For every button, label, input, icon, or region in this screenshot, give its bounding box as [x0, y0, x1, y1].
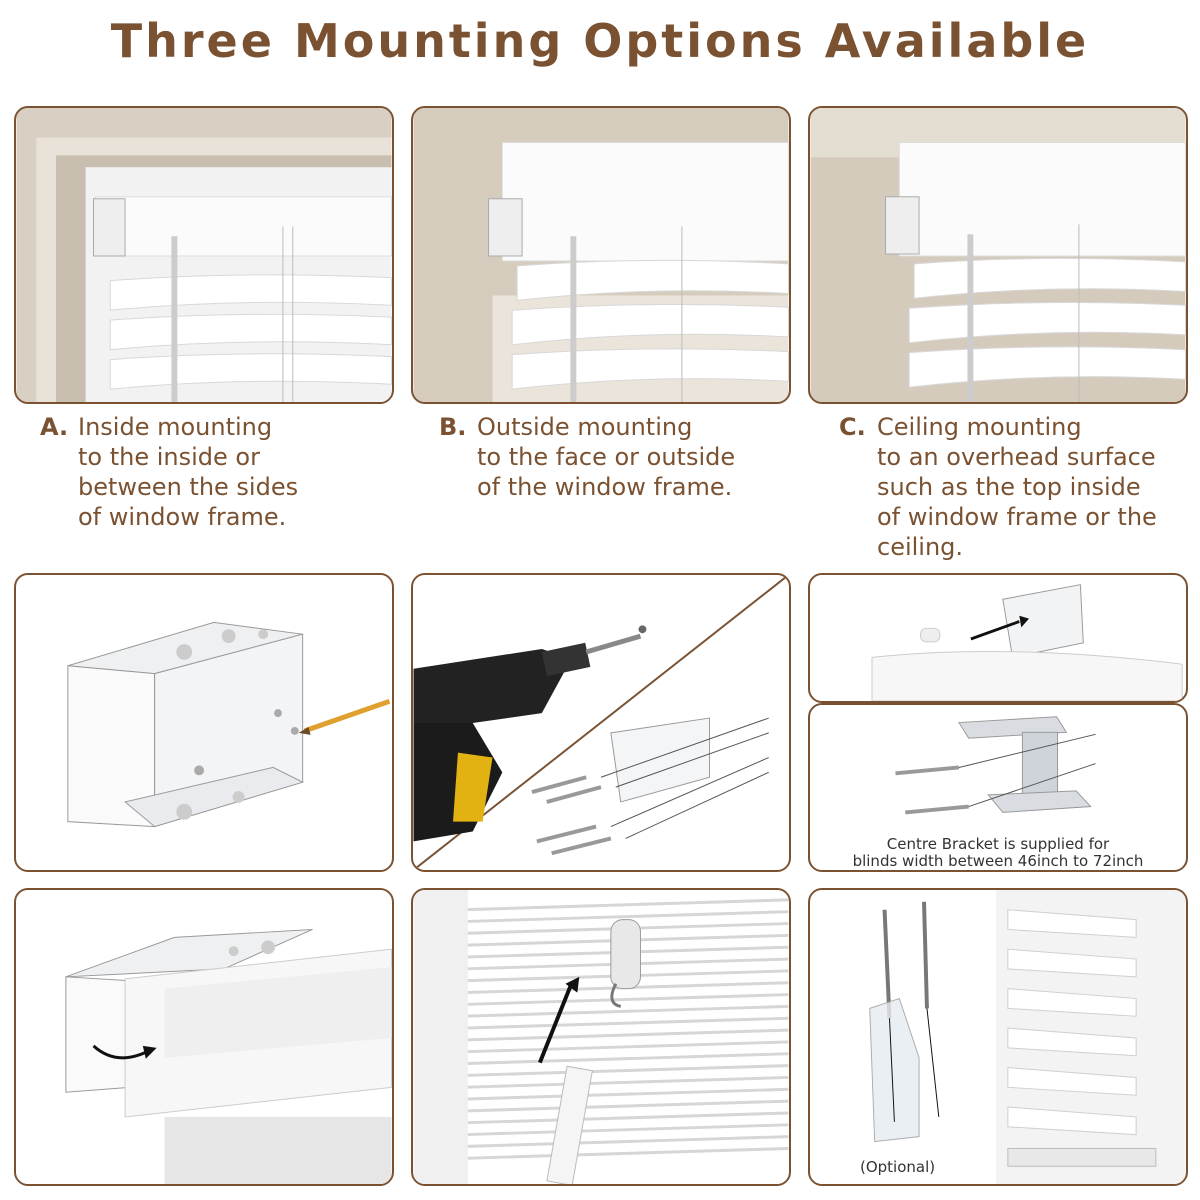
option-c-letter: C. — [839, 413, 866, 441]
drill-bracket-step — [411, 573, 791, 872]
option-a: A. Inside mounting to the inside or betw… — [40, 412, 390, 542]
outside-mount-illustration — [413, 108, 789, 402]
option-b-text: Outside mounting to the face or outside … — [477, 413, 736, 501]
option-c: C. Ceiling mounting to an overhead surfa… — [839, 412, 1189, 572]
wand-attach-step — [411, 888, 791, 1186]
hold-down-bracket-illustration — [810, 890, 1186, 1184]
option-b-letter: B. — [439, 413, 467, 441]
ceiling-mount-illustration — [810, 108, 1186, 402]
bracket-marking-step — [14, 573, 394, 872]
headrail-rotate-illustration — [16, 890, 392, 1184]
centre-bracket-screws-illustration — [812, 705, 1184, 870]
centre-bracket-note: Centre Bracket is supplied for blinds wi… — [852, 835, 1144, 870]
centre-bracket-top-panel — [808, 573, 1188, 703]
option-c-text: Ceiling mounting to an overhead surface … — [877, 413, 1157, 561]
bracket-pencil-illustration — [16, 575, 392, 870]
inside-mount-illustration — [16, 108, 392, 402]
centre-bracket-detail-panel: Centre Bracket is supplied for blinds wi… — [808, 703, 1188, 872]
wand-hook-illustration — [413, 890, 789, 1184]
option-a-text: Inside mounting to the inside or between… — [78, 413, 299, 531]
optional-label: (Optional) — [860, 1158, 936, 1176]
ceiling-mount-photo — [808, 106, 1188, 404]
centre-bracket-top-illustration — [813, 575, 1183, 701]
option-a-letter: A. — [40, 413, 69, 441]
drill-screw-illustration — [413, 575, 789, 870]
outside-mount-photo — [411, 106, 791, 404]
inside-mount-photo — [14, 106, 394, 404]
hold-down-bracket-panel: (Optional) — [808, 888, 1188, 1186]
option-b: B. Outside mounting to the face or outsi… — [439, 412, 789, 512]
page-title: Three Mounting Options Available — [110, 14, 1090, 68]
headrail-insert-step — [14, 888, 394, 1186]
